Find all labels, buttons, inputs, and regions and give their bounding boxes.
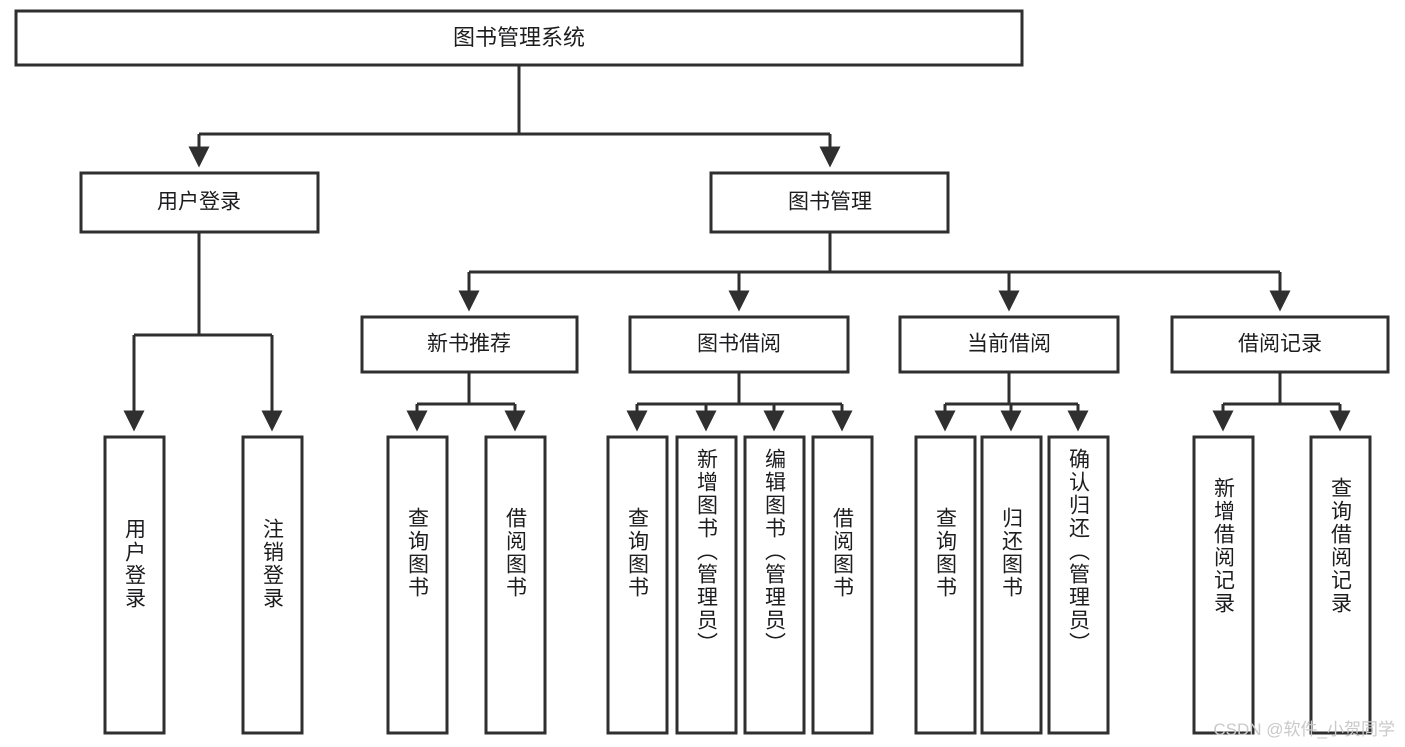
leaf-book-borrow-3[interactable]: 编辑图书（管理员） [743,435,806,735]
node-current-borrow[interactable]: 当前借阅 [898,315,1120,374]
leaf-borrow-record-2[interactable]: 查询借阅记录 [1309,435,1372,735]
leaf-user-login-1-box[interactable] [103,435,166,735]
leaf-book-borrow-4[interactable]: 借阅图书 [811,435,874,735]
leaf-user-login-1[interactable]: 用户登录 [103,435,166,735]
node-root-box[interactable] [14,9,1024,67]
leaf-new-book-1-label: 查询图书 [406,507,430,599]
node-book-management[interactable]: 图书管理 [709,171,950,234]
leaf-book-borrow-1-label: 查询图书 [626,507,650,599]
leaf-book-borrow-4-label: 借阅图书 [831,507,855,599]
leaf-user-login-2[interactable]: 注销登录 [241,435,304,735]
leaf-borrow-record-1[interactable]: 新增借阅记录 [1192,435,1255,735]
node-borrow-record[interactable]: 借阅记录 [1170,315,1390,374]
node-new-book-recommend[interactable]: 新书推荐 [360,315,579,374]
leaf-book-borrow-1[interactable]: 查询图书 [606,435,669,735]
leaf-new-book-2[interactable]: 借阅图书 [484,435,547,735]
node-new-book-recommend-box[interactable] [360,315,579,374]
leaf-current-borrow-3[interactable]: 确认归还（管理员） [1047,435,1110,735]
leaf-current-borrow-2-label: 归还图书 [1000,507,1024,599]
leaf-borrow-record-1-label: 新增借阅记录 [1212,477,1236,615]
leaf-borrow-record-2-label: 查询借阅记录 [1329,477,1353,615]
watermark: CSDN @软件_小贺同学 [1213,720,1395,739]
leaf-book-borrow-2-label: 新增图书（管理员） [695,448,719,655]
leaf-user-login-2-label: 注销登录 [261,518,285,610]
leaf-user-login-2-box[interactable] [241,435,304,735]
leaf-new-book-1-box[interactable] [386,435,449,735]
leaf-book-borrow-3-label: 编辑图书（管理员） [763,448,787,655]
leaf-book-borrow-2[interactable]: 新增图书（管理员） [675,435,738,735]
leaf-book-borrow-1-box[interactable] [606,435,669,735]
node-book-management-label: 图书管理 [788,191,872,214]
node-root-label: 图书管理系统 [453,25,585,50]
leaf-borrow-record-1-box[interactable] [1192,435,1255,735]
leaf-new-book-2-box[interactable] [484,435,547,735]
node-book-management-box[interactable] [709,171,950,234]
node-book-borrow-box[interactable] [628,315,850,374]
leaf-borrow-record-2-box[interactable] [1309,435,1372,735]
leaf-current-borrow-2-box[interactable] [980,435,1043,735]
node-user-login-label: 用户登录 [157,191,241,214]
leaf-current-borrow-1[interactable]: 查询图书 [914,435,977,735]
leaf-book-borrow-4-box[interactable] [811,435,874,735]
node-borrow-record-box[interactable] [1170,315,1390,374]
node-borrow-record-label: 借阅记录 [1238,333,1322,356]
node-new-book-recommend-label: 新书推荐 [427,333,511,356]
leaf-current-borrow-3-box[interactable] [1047,435,1110,735]
node-current-borrow-label: 当前借阅 [967,333,1051,356]
node-root[interactable]: 图书管理系统 [14,9,1024,67]
leaf-current-borrow-3-label: 确认归还（管理员） [1067,448,1091,655]
leaf-book-borrow-2-box[interactable] [675,435,738,735]
node-user-login[interactable]: 用户登录 [79,171,320,234]
leaf-user-login-1-label: 用户登录 [123,518,147,610]
leaf-current-borrow-1-box[interactable] [914,435,977,735]
node-book-borrow[interactable]: 图书借阅 [628,315,850,374]
leaf-new-book-2-label: 借阅图书 [504,507,528,599]
leaf-new-book-1[interactable]: 查询图书 [386,435,449,735]
leaf-current-borrow-2[interactable]: 归还图书 [980,435,1043,735]
leaf-current-borrow-1-label: 查询图书 [934,507,958,599]
node-user-login-box[interactable] [79,171,320,234]
node-book-borrow-label: 图书借阅 [697,333,781,356]
node-current-borrow-box[interactable] [898,315,1120,374]
connector-group [123,65,1351,432]
leaf-book-borrow-3-box[interactable] [743,435,806,735]
